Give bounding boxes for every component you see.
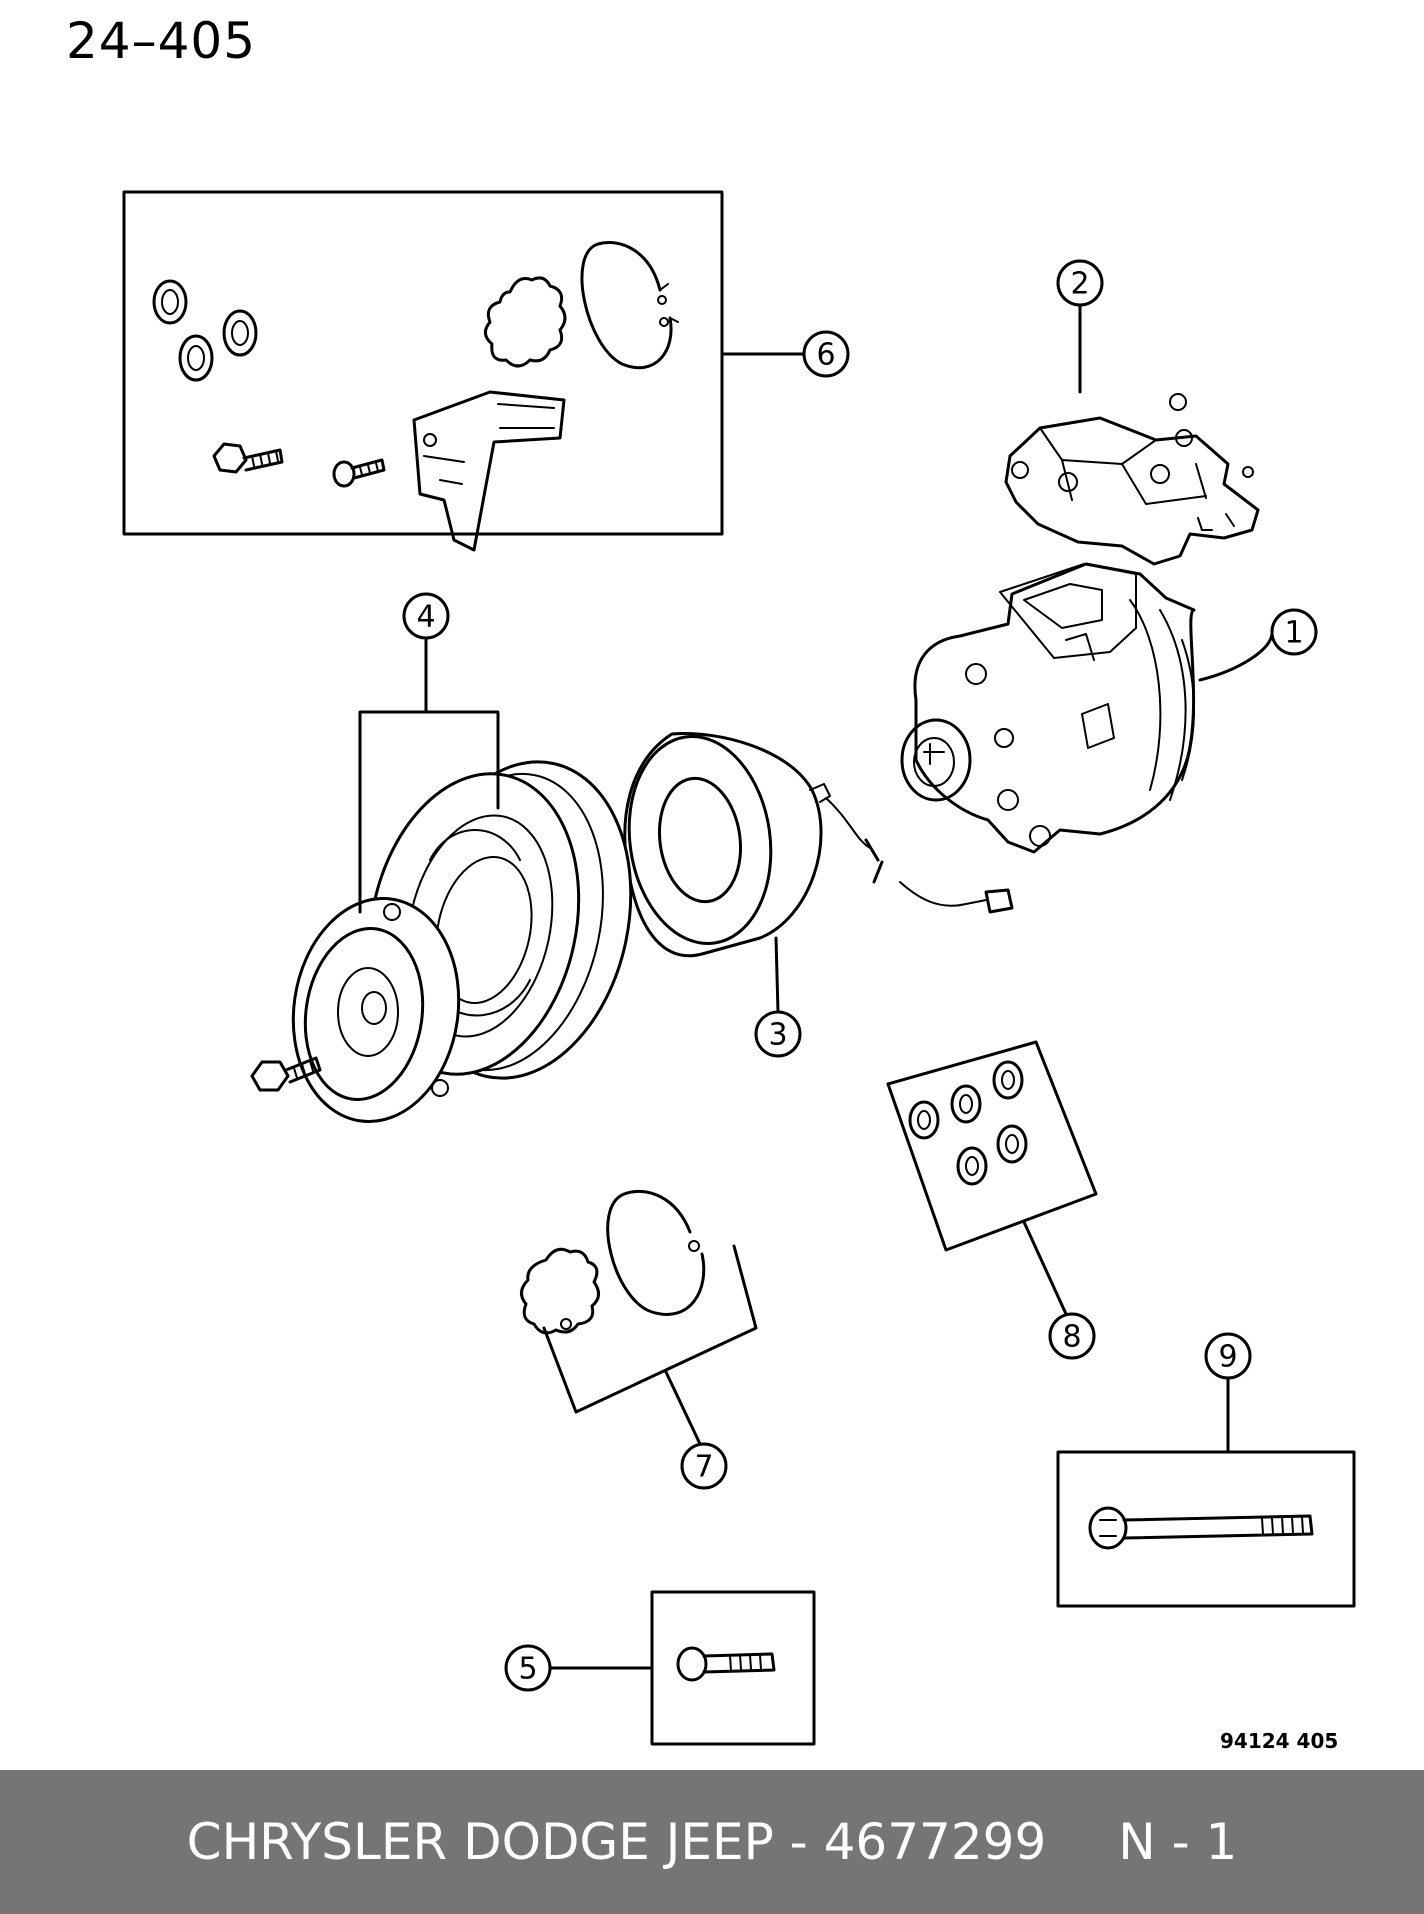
callout-6: 6 bbox=[720, 330, 850, 378]
callout-4-label: 4 bbox=[416, 600, 435, 635]
kit-box-6 bbox=[122, 190, 724, 552]
part-4-clutch-assembly bbox=[250, 760, 633, 1123]
callout-9-label: 9 bbox=[1218, 1340, 1237, 1375]
part-8-washers bbox=[886, 1040, 1098, 1252]
figure-reference: 94124 405 bbox=[1220, 1729, 1338, 1753]
wavy-gasket bbox=[484, 276, 567, 368]
footer-part-label: CHRYSLER DODGE JEEP - 4677299 bbox=[186, 1813, 1047, 1871]
callout-7: 7 bbox=[664, 1370, 728, 1490]
exploded-parts-diagram: 6 2 1 bbox=[122, 190, 1356, 1753]
callout-2: 2 bbox=[1056, 259, 1104, 394]
mounting-bracket bbox=[412, 390, 566, 552]
part-3-field-coil bbox=[623, 732, 1014, 958]
callout-5-label: 5 bbox=[518, 1652, 537, 1687]
part-5-short-bolt bbox=[650, 1590, 816, 1746]
callout-3-label: 3 bbox=[768, 1018, 787, 1053]
part-1-compressor bbox=[900, 562, 1196, 854]
part-9-long-bolt bbox=[1056, 1450, 1356, 1608]
part-7-seal-kit bbox=[520, 1189, 758, 1414]
footer-position-label: N - 1 bbox=[1118, 1813, 1238, 1871]
callout-2-label: 2 bbox=[1070, 267, 1089, 302]
callout-6-label: 6 bbox=[816, 338, 835, 373]
small-screw bbox=[332, 458, 386, 488]
callout-9: 9 bbox=[1204, 1332, 1252, 1454]
footer-bar: CHRYSLER DODGE JEEP - 4677299 N - 1 bbox=[0, 1770, 1424, 1914]
callout-3: 3 bbox=[754, 936, 802, 1058]
callout-1-label: 1 bbox=[1284, 616, 1303, 651]
callout-7-label: 7 bbox=[694, 1450, 713, 1485]
callout-1: 1 bbox=[1198, 608, 1318, 682]
callout-5: 5 bbox=[504, 1644, 654, 1692]
o-ring-washers bbox=[152, 279, 258, 382]
page-code: 24–405 bbox=[66, 12, 257, 70]
part-2-compressor-head bbox=[1004, 393, 1260, 566]
snap-ring bbox=[580, 241, 679, 370]
callout-4: 4 bbox=[358, 592, 500, 914]
hex-bolt bbox=[212, 442, 284, 474]
callout-8-label: 8 bbox=[1062, 1320, 1081, 1355]
callout-8: 8 bbox=[1022, 1220, 1096, 1360]
